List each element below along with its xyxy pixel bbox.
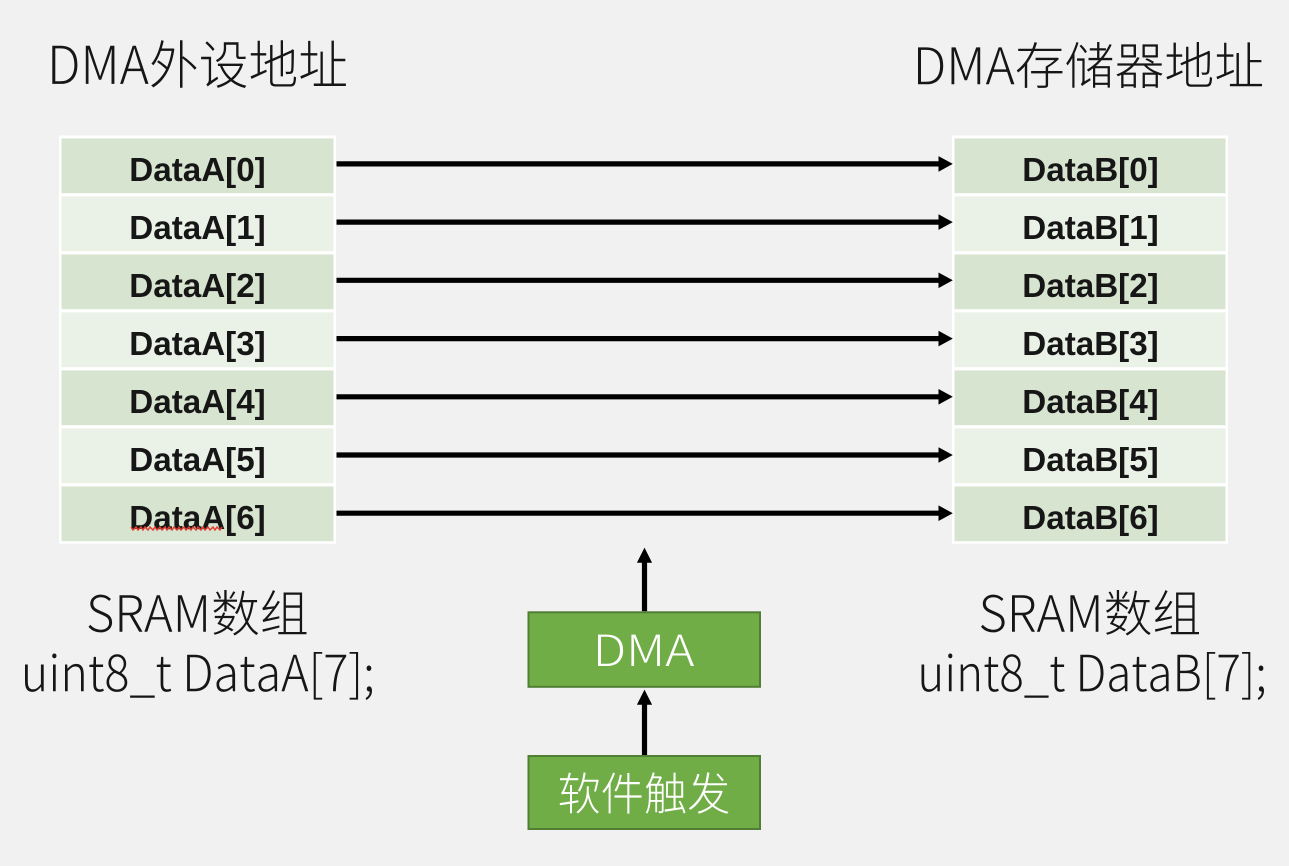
svg-text:DataB[6]: DataB[6] bbox=[1022, 500, 1158, 537]
svg-text:DataA[0]: DataA[0] bbox=[129, 152, 265, 189]
svg-text:DataB[4]: DataB[4] bbox=[1022, 384, 1158, 421]
svg-text:DataB[0]: DataB[0] bbox=[1022, 152, 1158, 189]
svg-text:DataA[1]: DataA[1] bbox=[129, 210, 265, 247]
svg-text:DataA[4]: DataA[4] bbox=[129, 384, 265, 421]
svg-text:DataA[3]: DataA[3] bbox=[129, 326, 265, 363]
svg-text:DataA[5]: DataA[5] bbox=[129, 442, 265, 479]
svg-text:DataA[6]: DataA[6] bbox=[129, 500, 265, 537]
svg-text:DataB[3]: DataB[3] bbox=[1022, 326, 1158, 363]
svg-text:DataB[2]: DataB[2] bbox=[1022, 268, 1158, 305]
svg-text:DataA[2]: DataA[2] bbox=[129, 268, 265, 305]
svg-text:DataB[5]: DataB[5] bbox=[1022, 442, 1158, 479]
svg-text:DataB[1]: DataB[1] bbox=[1022, 210, 1158, 247]
